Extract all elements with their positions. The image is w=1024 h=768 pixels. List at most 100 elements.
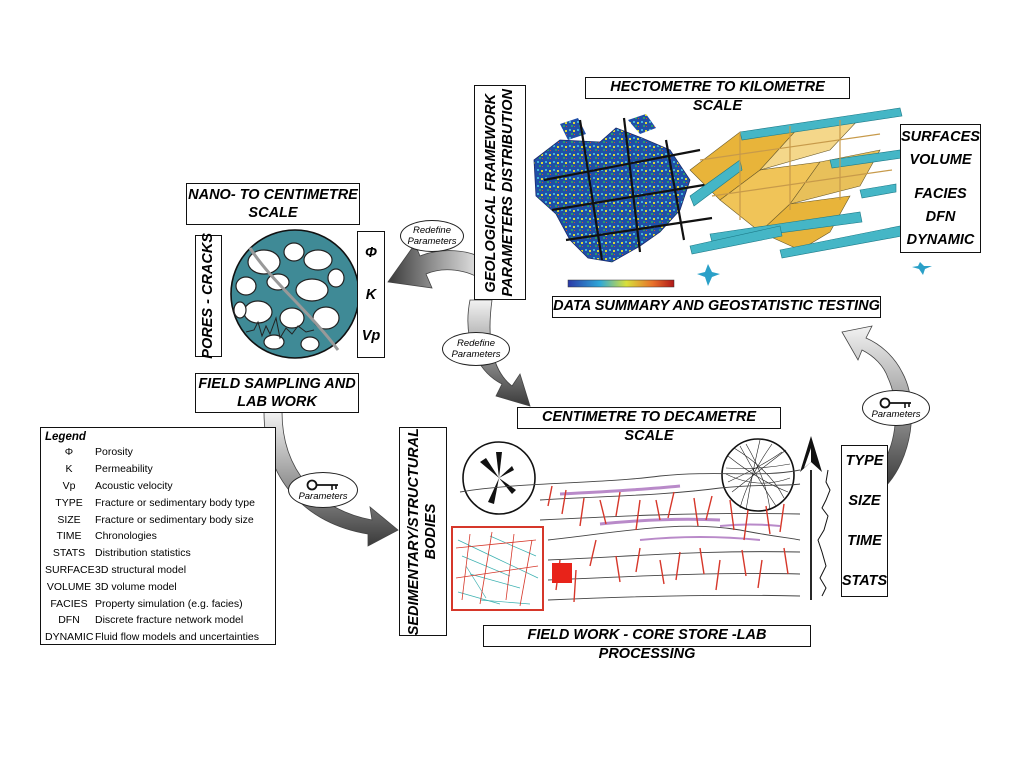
legend-abbr: SURFACE xyxy=(45,563,95,576)
legend-row: Φ Porosity xyxy=(45,444,271,461)
legend-desc: Fluid flow models and uncertainties xyxy=(95,631,260,644)
legend-desc: Porosity xyxy=(95,446,133,459)
param-surfaces: SURFACES xyxy=(901,129,980,145)
legend-desc: Fracture or sedimentary body type xyxy=(95,496,255,509)
legend-row: FACIES Property simulation (e.g. facies) xyxy=(45,595,271,612)
param-type: TYPE xyxy=(845,453,884,469)
legend-abbr: STATS xyxy=(52,547,86,560)
legend-row: K Permeability xyxy=(45,461,271,478)
geo-line2: PARAMETERS DISTRIBUTION xyxy=(500,88,516,297)
redefine2-line1: Redefine xyxy=(456,338,495,349)
legend-abbr: TYPE xyxy=(55,496,83,509)
legend-abbr: Vp xyxy=(62,479,76,492)
legend-desc: 3D structural model xyxy=(95,563,187,576)
title-hecto-text: HECTOMETRE TO KILOMETRE SCALE xyxy=(610,79,825,114)
compass-star-icon xyxy=(697,264,720,286)
legend-desc: Property simulation (e.g. facies) xyxy=(95,597,243,610)
sed-line2: BODIES xyxy=(423,503,439,560)
param-dfn: DFN xyxy=(925,209,956,225)
legend-abbr: TIME xyxy=(56,530,82,543)
arrow-redefine-to-nano xyxy=(387,243,489,289)
well-log-curve xyxy=(817,469,831,597)
legend-abbr: VOLUME xyxy=(46,580,92,593)
legend-row: SIZE Fracture or sedimentary body size xyxy=(45,511,271,528)
key-icon-right xyxy=(879,397,911,408)
title-field-work: FIELD WORK - CORE STORE -LAB PROCESSING xyxy=(483,625,811,662)
legend-abbr: K xyxy=(65,463,73,476)
nano-line1: NANO- TO CENTIMETRE xyxy=(188,187,358,203)
legend-row: TYPE Fracture or sedimentary body type xyxy=(45,494,271,511)
legend-title: Legend xyxy=(45,431,86,443)
field-sampling-line2: LAB WORK xyxy=(237,394,317,410)
field-work-text: FIELD WORK - CORE STORE -LAB PROCESSING xyxy=(527,627,767,662)
stereonet xyxy=(721,438,795,512)
nano-line2: SCALE xyxy=(248,205,298,221)
centi-text: CENTIMETRE TO DECAMETRE SCALE xyxy=(541,409,757,444)
legend-desc: Discrete fracture network model xyxy=(95,614,244,627)
legend-abbr: DFN xyxy=(58,614,80,627)
parameters-right-text: Parameters xyxy=(871,408,921,420)
legend-desc: Permeability xyxy=(95,463,153,476)
bubble-redefine-middle: Redefine Parameters xyxy=(442,332,510,366)
label-geological-framework: GEOLOGICAL FRAMEWORK PARAMETERS DISTRIBU… xyxy=(474,85,526,300)
title-hecto-scale: HECTOMETRE TO KILOMETRE SCALE xyxy=(585,77,850,114)
red-marker-square xyxy=(552,563,572,583)
outcrop-sketch xyxy=(459,469,801,603)
redefine2-line2: Parameters xyxy=(451,349,501,360)
legend-desc: Fracture or sedimentary body size xyxy=(95,513,254,526)
heat-colorbar xyxy=(567,279,675,288)
legend-desc: 3D volume model xyxy=(95,580,177,593)
legend-desc: Distribution statistics xyxy=(95,547,191,560)
label-sedimentary-bodies: SEDIMENTARY/STRUCTURAL BODIES xyxy=(399,427,447,636)
pore-circle xyxy=(230,229,360,359)
legend-desc: Acoustic velocity xyxy=(95,479,173,492)
legend-desc: Chronologies xyxy=(95,530,157,543)
param-stats: STATS xyxy=(841,573,888,589)
legend-abbr: SIZE xyxy=(57,513,81,526)
title-data-summary: DATA SUMMARY AND GEOSTATISTIC TESTING xyxy=(552,296,881,318)
label-pores-cracks: PORES - CRACKS xyxy=(195,233,222,359)
title-nano-scale: NANO- TO CENTIMETRE SCALE xyxy=(186,183,360,225)
params-right-bottom: TYPE SIZE TIME STATS xyxy=(841,445,888,597)
params-nano: Φ K Vp xyxy=(357,231,385,358)
bubble-redefine-top: Redefine Parameters xyxy=(400,220,464,252)
title-centi-scale: CENTIMETRE TO DECAMETRE SCALE xyxy=(517,407,781,444)
param-size: SIZE xyxy=(848,493,881,509)
north-arrow-icon xyxy=(800,436,822,600)
redefine1-line2: Parameters xyxy=(407,236,457,247)
fracture-map-inset xyxy=(451,526,572,611)
param-dynamic: DYNAMIC xyxy=(906,232,975,248)
rose-diagram xyxy=(462,441,536,515)
param-vp: Vp xyxy=(361,328,381,344)
title-field-sampling: FIELD SAMPLING AND LAB WORK xyxy=(195,373,359,413)
legend-row: DFN Discrete fracture network model xyxy=(45,612,271,629)
legend-row: Vp Acoustic velocity xyxy=(45,478,271,495)
param-time: TIME xyxy=(847,533,882,549)
params-right-top: SURFACES VOLUME FACIES DFN DYNAMIC xyxy=(900,124,981,253)
bubble-parameters-right: Parameters xyxy=(862,390,930,426)
parameters-left-text: Parameters xyxy=(298,490,348,502)
sed-line1: SEDIMENTARY/STRUCTURAL xyxy=(406,427,422,636)
param-volume: VOLUME xyxy=(909,152,972,168)
data-summary-text: DATA SUMMARY AND GEOSTATISTIC TESTING xyxy=(553,298,880,314)
key-icon xyxy=(306,479,338,490)
geo-line1: GEOLOGICAL FRAMEWORK xyxy=(483,93,499,292)
legend-abbr: FACIES xyxy=(50,597,88,610)
pores-text: PORES - CRACKS xyxy=(200,233,216,359)
bubble-parameters-left: Parameters xyxy=(288,472,358,508)
compass-star-small-icon xyxy=(912,262,932,275)
hecto-3d-model xyxy=(533,107,932,288)
legend-abbr: DYNAMIC xyxy=(45,631,94,644)
param-k: K xyxy=(365,286,377,303)
param-facies: FACIES xyxy=(914,186,967,202)
redefine1-line1: Redefine xyxy=(412,225,451,236)
legend-row: STATS Distribution statistics xyxy=(45,545,271,562)
field-sampling-line1: FIELD SAMPLING AND xyxy=(198,376,356,392)
legend-abbr: Φ xyxy=(64,446,74,459)
